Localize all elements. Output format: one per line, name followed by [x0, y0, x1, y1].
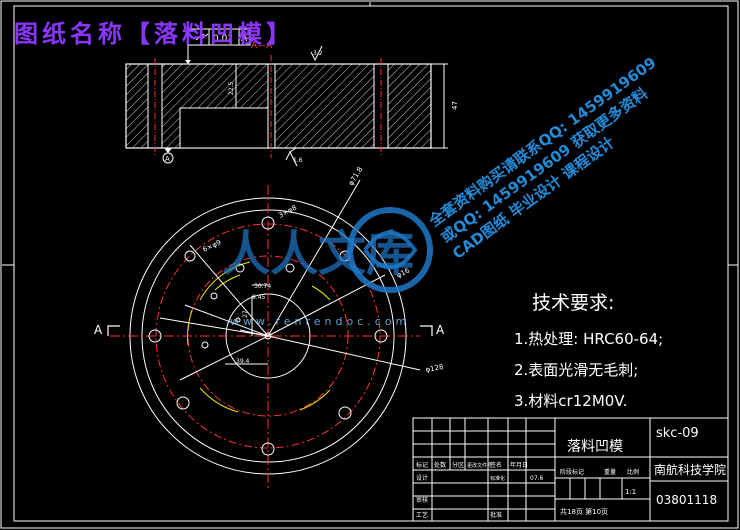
section-mark-left: A [94, 323, 103, 337]
tb-label-review: 审核 [416, 496, 428, 504]
dim-27: 27 [242, 310, 249, 318]
tb-sheet-info: 共18页 第10页 [560, 507, 608, 516]
datum-a-label: A [165, 155, 170, 163]
section-view [125, 45, 448, 167]
roughness-bottom-value: 1.6 [293, 157, 303, 164]
tb-label-mass: 重量 [604, 468, 616, 476]
tech-req-item-2: 2.表面光滑无毛刺; [514, 361, 639, 379]
tb-label-scale: 比例 [627, 468, 639, 476]
tb-label-count: 处数 [434, 461, 446, 469]
dim-phi128: φ128 [425, 363, 444, 374]
tech-req-item-1: 1.热处理: HRC60-64; [514, 330, 664, 348]
dim-30-74: 30.74 [254, 283, 271, 290]
flatness-datum: A [241, 34, 248, 44]
plan-view [107, 179, 433, 490]
tb-label-standardize: 标准化 [490, 475, 505, 482]
tb-label-signature: 签名 [490, 461, 502, 469]
section-mark-right: A [436, 323, 445, 337]
dim-6-phi9: 6×φ9 [201, 238, 222, 253]
section-label: A—A [251, 41, 273, 51]
tb-label-approve: 批准 [490, 511, 502, 519]
flatness-value: 0.02 [213, 34, 233, 44]
tb-scale-ratio: 1:1 [625, 488, 636, 496]
tb-label-change-doc: 更改文件号 [467, 462, 492, 469]
dim-9-45: 9.45 [252, 294, 266, 301]
dim-3-phi8: 3×φ8 [277, 204, 298, 220]
dim-39-4: 39.4 [236, 358, 250, 365]
dim-height-47: 47 [451, 101, 459, 110]
tech-req-item-3: 3.材料cr12M0V. [514, 392, 628, 410]
flatness-arrow [185, 60, 191, 64]
watermark-logo [347, 207, 433, 293]
tb-part-name: 落料凹模 [567, 439, 623, 455]
tb-label-design: 设计 [416, 474, 428, 482]
watermark-url: www.renrendoc.com [230, 315, 410, 328]
inner-border [13, 5, 729, 522]
tb-mass-value: 07.6 [530, 475, 544, 482]
drawing-title: 图纸名称【落料凹模】 [14, 19, 294, 48]
tb-label-date: 年月日 [510, 461, 528, 469]
tb-student-no: 03801118 [656, 493, 718, 507]
tb-label-zone: 分区 [452, 461, 464, 469]
dim-inner-depth: 22.5 [228, 81, 235, 95]
tb-label-mark: 标记 [416, 461, 428, 469]
tb-drawing-no: skc-09 [656, 426, 699, 441]
roughness-top-value: 3.2 [313, 50, 323, 57]
watermark-logo-text: 人人文库 [222, 226, 414, 282]
tb-label-stage-mark: 阶段标记 [560, 468, 584, 476]
title-block [412, 417, 729, 522]
tb-label-process: 工艺 [416, 511, 428, 519]
dim-phi71-8: φ71.8 [347, 166, 364, 187]
tb-school: 南航科技学院 [654, 463, 727, 477]
tech-req-title: 技术要求: [532, 292, 615, 314]
flatness-tolerance-frame [187, 28, 251, 46]
